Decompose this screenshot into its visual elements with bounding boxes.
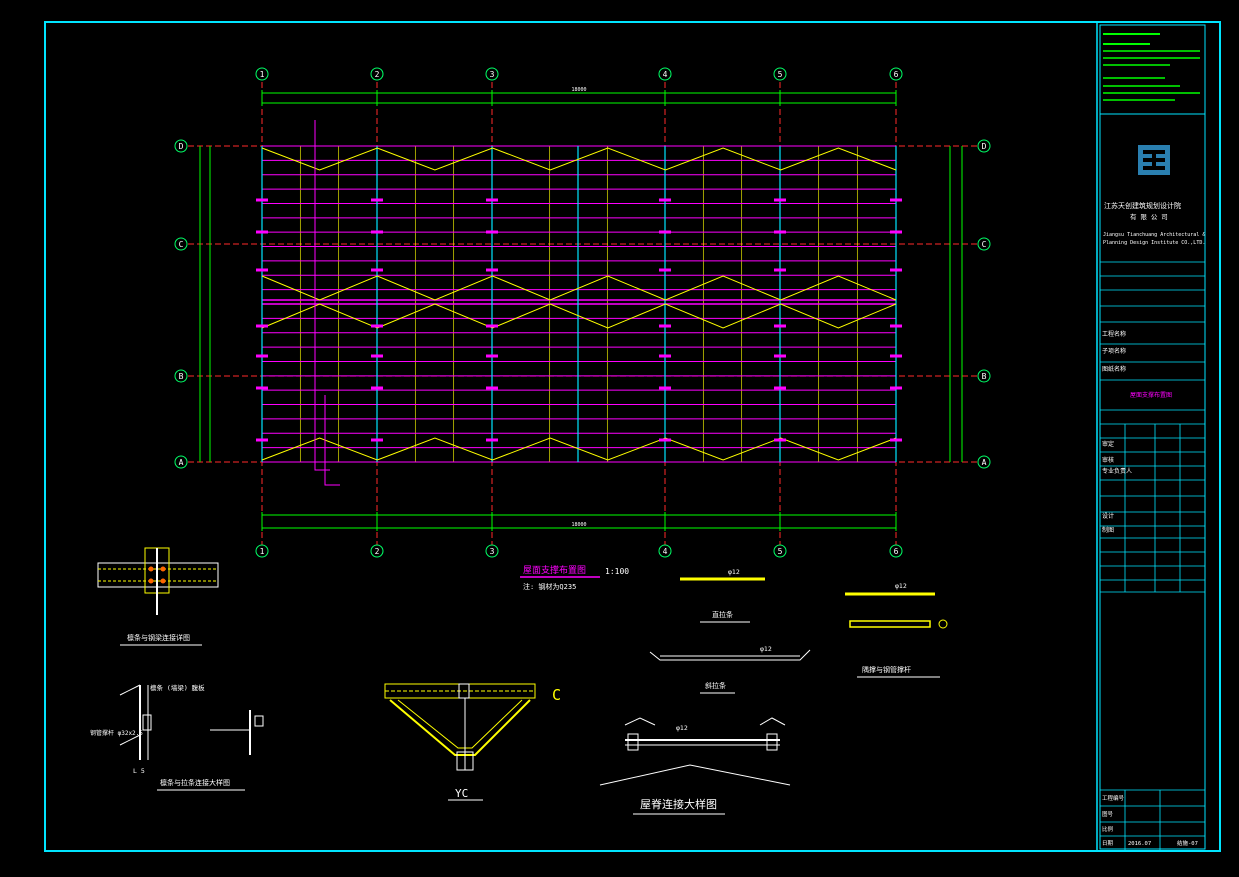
axis-bubble <box>889 544 903 558</box>
label-ridge-phi12: φ12 <box>676 724 688 732</box>
firm-name-cn-2: 有 限 公 司 <box>1130 212 1168 221</box>
tb-sheet-value: 结施-07 <box>1177 839 1198 847</box>
title-block-inner-frame <box>1099 113 1206 850</box>
axis-label: 1 <box>260 70 265 79</box>
title-notes <box>1099 24 1206 115</box>
plan-note: 注: 钢材为Q235 <box>523 582 576 591</box>
tb-row-date: 日期 <box>1102 840 1114 847</box>
axis-label: A <box>179 458 184 467</box>
detail-purlin-beam: 檩条与钢梁连接详图 <box>97 547 219 646</box>
label-inclined-phi12: φ12 <box>760 645 772 653</box>
tb-row-draft: 制图 <box>1102 526 1114 534</box>
axis-bubble <box>773 67 787 81</box>
axis-bubble <box>977 455 991 469</box>
tb-row-design: 设计 <box>1102 512 1114 520</box>
axis-bubble <box>658 544 672 558</box>
label-inclined-bar: 斜拉条 <box>705 681 726 690</box>
label-purlin-support-detail: 檩条与拉条连接大样图 <box>160 778 230 787</box>
axis-label: 6 <box>894 70 899 79</box>
axis-bubble <box>485 67 499 81</box>
title-block-frame <box>1096 21 1221 852</box>
axis-bubble <box>174 237 188 251</box>
axis-label: C <box>982 240 987 249</box>
leader-line <box>324 395 340 486</box>
label-purlin-web: 檩条 (墙梁) 腹板 <box>150 683 205 692</box>
detail-rod-bars: φ12 直拉条 φ12 斜拉条 φ12 隅撑与钢管撑杆 <box>649 568 948 694</box>
axis-label: C <box>179 240 184 249</box>
tb-row-project: 工程名称 <box>1102 330 1126 338</box>
axis-bubble <box>485 544 499 558</box>
axis-label: 3 <box>490 70 495 79</box>
axis-label: 1 <box>260 547 265 556</box>
axis-bubble <box>174 455 188 469</box>
axis-label: 4 <box>663 547 668 556</box>
bracing-line <box>261 437 897 461</box>
detail-yc: YC C <box>384 683 561 801</box>
axis-label: 2 <box>375 70 380 79</box>
tb-row-scale: 比例 <box>1102 825 1114 833</box>
detail-purlin-support: 檩条 (墙梁) 腹板 钢管撑杆 φ32x2.5 L 5 檩条与拉条连接大样图 <box>90 683 264 791</box>
axis-label: 2 <box>375 547 380 556</box>
tb-row-lead: 专业负责人 <box>1102 467 1132 475</box>
tb-row-review: 审核 <box>1102 456 1114 464</box>
axis-label: 6 <box>894 547 899 556</box>
firm-name-en-1: Jiangsu Tianchuang Architectural & <box>1103 232 1205 238</box>
leader-line <box>314 120 330 471</box>
axis-label: B <box>982 372 987 381</box>
axis-bubble <box>977 139 991 153</box>
tb-date-value: 2016.07 <box>1128 841 1151 847</box>
bracing-line <box>261 275 897 301</box>
axis-bubble <box>174 139 188 153</box>
label-purlin-beam-detail: 檩条与钢梁连接详图 <box>127 633 190 642</box>
title-block-grid <box>1099 113 1206 851</box>
axis-bubble <box>370 67 384 81</box>
axis-label: D <box>982 142 987 151</box>
axis-label: B <box>179 372 184 381</box>
axis-label: D <box>179 142 184 151</box>
label-brace-pipe: 隅撑与钢管撑杆 <box>862 665 911 674</box>
firm-logo-icon <box>1138 145 1170 175</box>
tb-row-subproject: 子项名称 <box>1102 347 1126 355</box>
axis-bubble <box>773 544 787 558</box>
axis-label: 5 <box>778 70 783 79</box>
overall-dimension: 18000 <box>571 522 586 528</box>
axis-label: A <box>982 458 987 467</box>
label-brace-phi12: φ12 <box>895 582 907 590</box>
axis-bubble <box>174 369 188 383</box>
tb-row-approve: 审定 <box>1102 440 1114 448</box>
tb-row-project-no: 工程编号 <box>1102 794 1125 802</box>
axis-bubble <box>658 67 672 81</box>
label-ridge-detail: 屋脊连接大样图 <box>640 797 717 811</box>
label-yc: YC <box>455 787 468 800</box>
tb-row-drawing-name: 图纸名称 <box>1102 365 1126 373</box>
label-rod-phi12: φ12 <box>728 568 740 576</box>
title-block-rows: 工程名称 子项名称 图纸名称 屋面支撑布置图 审定 审核 专业负责人 设计 制图… <box>1102 330 1198 847</box>
bracing-line <box>261 147 897 171</box>
axis-bubble <box>977 237 991 251</box>
bracing-line <box>261 303 897 329</box>
axis-label: 5 <box>778 547 783 556</box>
axis-bubble <box>255 67 269 81</box>
label-pipe: 钢管撑杆 φ32x2.5 <box>90 729 143 737</box>
axis-bubble <box>370 544 384 558</box>
overall-dimension: 18000 <box>571 87 586 93</box>
axis-bubble <box>255 544 269 558</box>
yc-bracket-icon: C <box>552 686 561 704</box>
axis-label: 4 <box>663 70 668 79</box>
axis-label: 3 <box>490 547 495 556</box>
plan-title: 屋面支撑布置图 <box>523 564 586 576</box>
label-l5: L 5 <box>133 767 145 775</box>
plan-scale: 1:100 <box>605 567 629 576</box>
axis-bubble <box>977 369 991 383</box>
detail-ridge: φ12 屋脊连接大样图 <box>599 717 791 815</box>
axis-bubble <box>889 67 903 81</box>
label-rod-bar: 直拉条 <box>712 610 733 619</box>
title-block: 江苏天创建筑规划设计院 有 限 公 司 Jiangsu Tianchuang A… <box>1099 24 1206 851</box>
tb-row-sheet: 图号 <box>1102 810 1114 818</box>
firm-name-en-2: Planning Design Institute CO.,LTD. <box>1103 240 1205 246</box>
firm-name-cn: 江苏天创建筑规划设计院 <box>1104 201 1181 210</box>
tb-drawing-name-value: 屋面支撑布置图 <box>1130 391 1172 399</box>
